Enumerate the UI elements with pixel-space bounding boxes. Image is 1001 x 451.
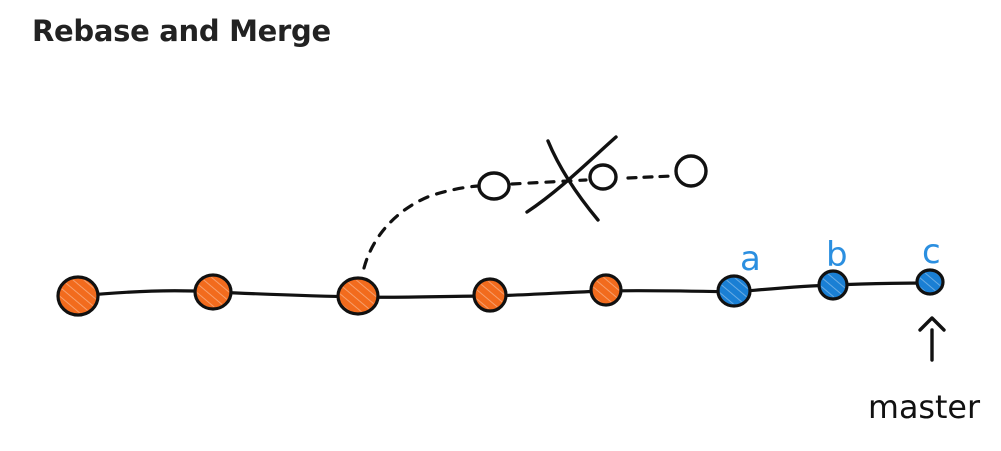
original-commit-5 [589,273,623,307]
commit-label-b: b [826,235,848,275]
page-title: Rebase and Merge [32,14,331,48]
arrow-up-icon [918,316,946,362]
master-branch-label: master [868,388,981,426]
old-commit-2 [588,163,618,191]
rebased-commit-b [817,269,849,301]
x-cross-icon [525,135,618,222]
original-commit-1 [56,275,100,317]
old-branch-dashed-line [362,184,480,270]
old-branch-dashed-link-1 [510,178,588,186]
original-commit-4 [472,277,508,313]
old-branch-dashed-link-2 [626,174,674,180]
rebased-commit-a [716,274,752,308]
original-commit-2 [193,273,233,311]
rebased-commit-c [915,268,945,296]
old-commit-1 [477,171,511,201]
commit-label-c: c [922,232,941,272]
old-commit-3 [674,154,708,188]
commit-label-a: a [740,239,761,279]
original-commit-3 [336,276,380,316]
